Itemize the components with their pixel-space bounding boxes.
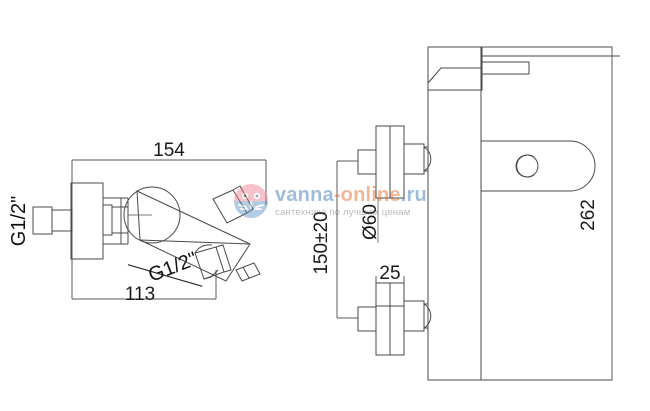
plan-angled-body: [136, 190, 251, 282]
side-diverter-oval: [481, 140, 596, 192]
plan-body-sphere: [123, 186, 181, 244]
plan-spout-outlet: [194, 244, 232, 280]
dimension-label-escutcheon-diameter: Ø60: [360, 204, 381, 240]
dimension-label-overall-depth: 154: [153, 140, 185, 161]
dimension-label-inlet-thread: G1/2": [8, 196, 30, 246]
dimension-label-overall-height: 262: [578, 199, 599, 231]
side-view: 150±20 Ø60 25 262: [311, 46, 620, 381]
side-lever-handle: [427, 46, 620, 91]
side-lower-connector: [340, 282, 432, 356]
dimension-label-outlet-thread: G1/2": [145, 248, 200, 287]
side-upper-connector: [340, 125, 432, 199]
side-center-distance-dimension: [336, 160, 358, 319]
plan-left-inlet-connector: [32, 206, 73, 235]
side-escutcheon-depth-dimension: [375, 276, 405, 283]
plan-wall-flange: [70, 182, 129, 260]
plan-view: 154 113 G1/2" G1/2": [8, 140, 267, 305]
dimension-label-escutcheon-depth: 25: [379, 263, 400, 284]
dimension-label-body-depth: 113: [125, 284, 155, 305]
side-body-column: [427, 46, 482, 381]
plan-shower-outlet: [212, 185, 254, 224]
plan-outlet-thread-leader: [127, 264, 203, 287]
dimension-label-center-distance: 150±20: [311, 211, 332, 274]
plan-lower-right-tab: [235, 262, 261, 282]
